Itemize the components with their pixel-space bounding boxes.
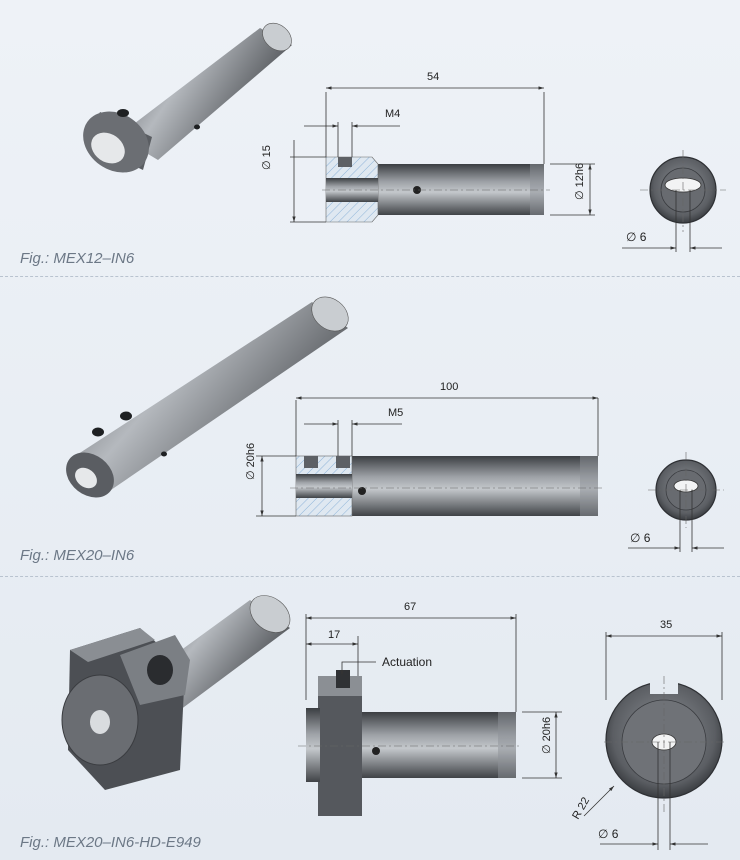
pin-end-view — [604, 676, 724, 812]
label-actuation: Actuation — [382, 655, 432, 669]
dim-dia-hole: ∅ 6 — [598, 827, 619, 841]
figure-3-caption: Fig.: MEX20–IN6-HD-E949 — [20, 834, 201, 851]
pin-section-view — [290, 455, 604, 517]
pin-3d-view — [61, 595, 291, 790]
dim-dia-shaft: ∅ 12h6 — [574, 163, 586, 200]
figure-1-caption: Fig.: MEX12–IN6 — [20, 250, 135, 267]
dim-radius: R 22 — [570, 795, 592, 821]
pin-side-view — [298, 670, 522, 816]
dim-width: 35 — [660, 619, 672, 631]
dim-offset: 17 — [328, 629, 340, 641]
dim-dia-hole: ∅ 6 — [630, 531, 651, 545]
figure-2-caption: Fig.: MEX20–IN6 — [20, 547, 135, 564]
dim-length: 100 — [440, 381, 458, 393]
figure-2-drawing: 100 M5 ∅ 20h6 ∅ 6 — [66, 296, 724, 552]
pin-end-view: ∅ 6 — [628, 452, 724, 552]
figure-1-drawing: 54 M4 ∅ 15 ∅ 12h6 ∅ 6 — [83, 22, 726, 252]
pin-section-view — [322, 156, 550, 223]
dim-length: 54 — [427, 71, 439, 83]
dim-thread: M4 — [385, 108, 400, 120]
dim-dia-hole: ∅ 6 — [626, 230, 647, 244]
dim-length: 67 — [404, 601, 416, 613]
divider-1 — [0, 276, 740, 277]
pin-end-view: ∅ 6 — [622, 150, 726, 252]
dim-dia-left: ∅ 20h6 — [245, 443, 257, 480]
figure-3-drawing: 67 17 Actuation ∅ 20h6 35 R 22 ∅ 6 — [61, 595, 724, 850]
divider-2 — [0, 576, 740, 577]
dim-thread: M5 — [388, 407, 403, 419]
pin-3d-view — [83, 22, 292, 173]
dim-dia-shaft: ∅ 20h6 — [541, 717, 553, 754]
pin-3d-view — [66, 296, 349, 498]
dim-dia-left: ∅ 15 — [261, 145, 273, 170]
